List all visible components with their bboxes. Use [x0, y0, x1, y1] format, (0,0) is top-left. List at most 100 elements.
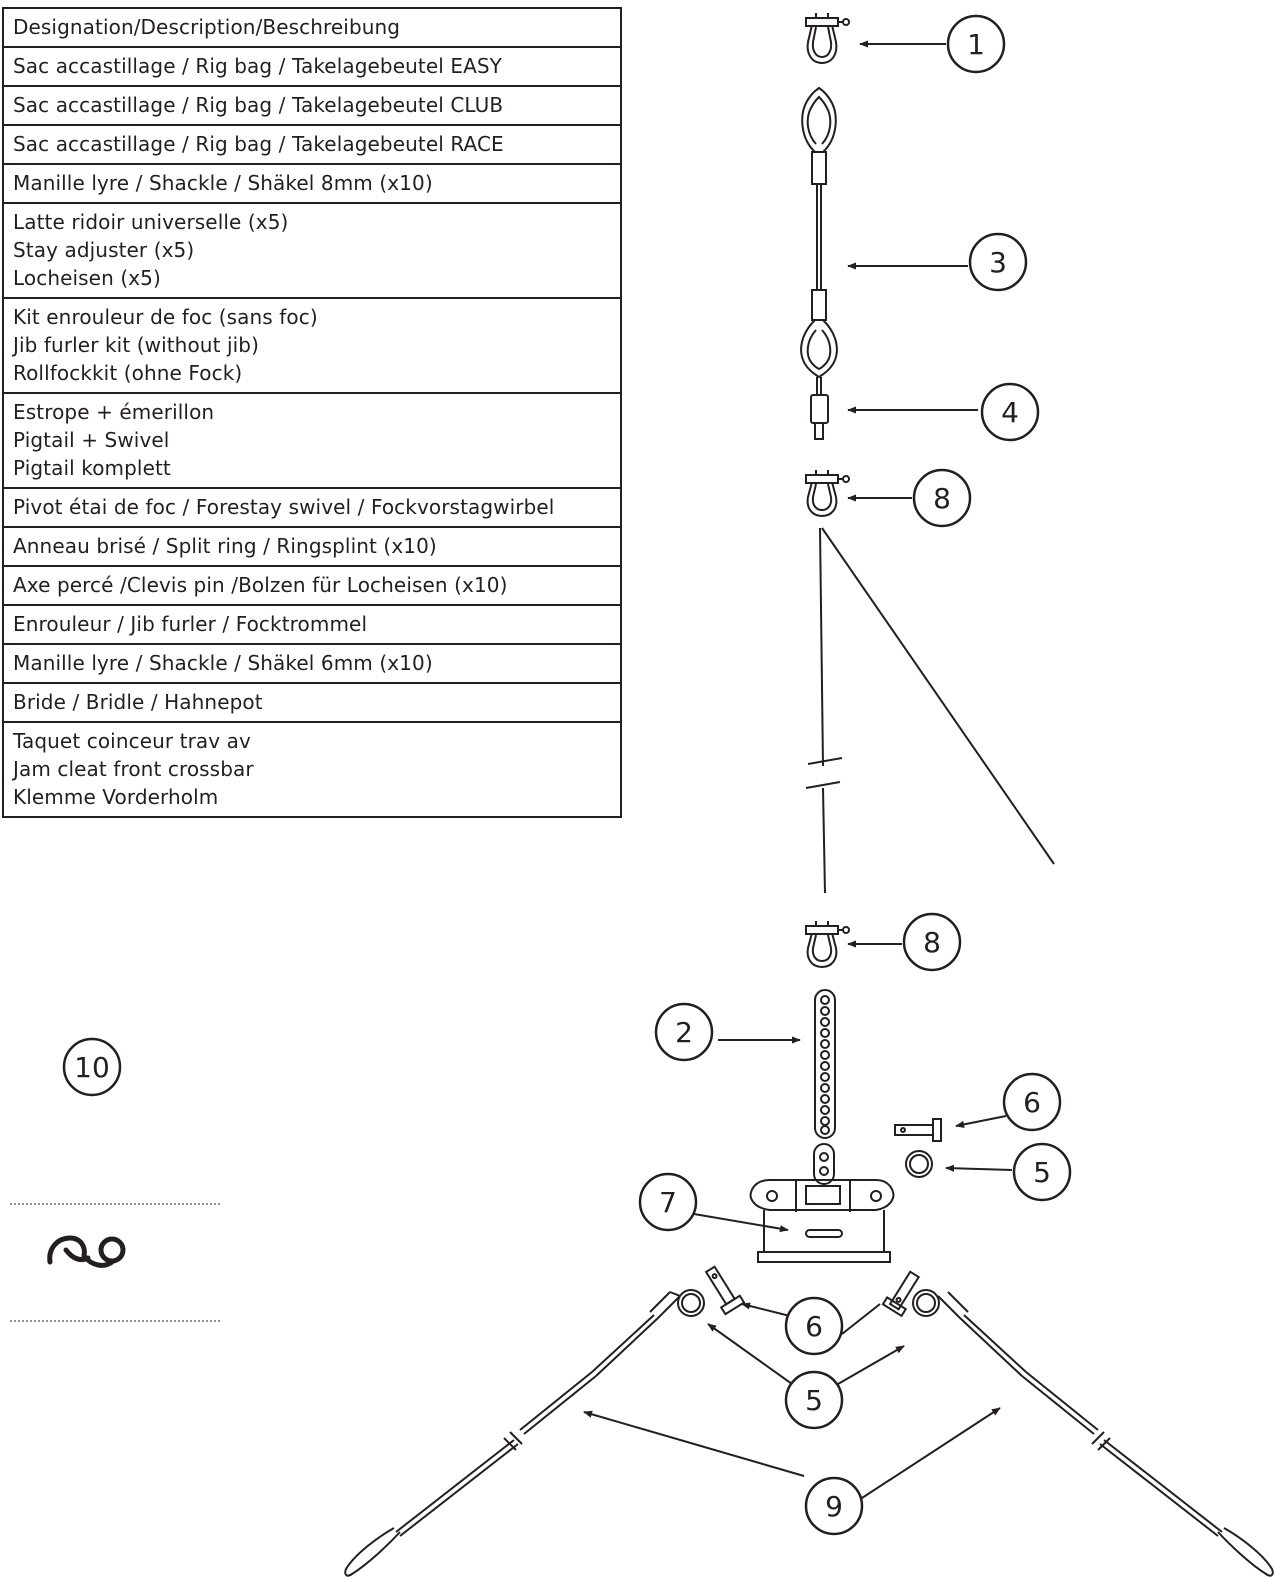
table-row: Enrouleur / Jib furler / Focktrommel — [2, 604, 622, 645]
shackle-icon — [805, 13, 850, 65]
table-row: Manille lyre / Shackle / Shäkel 6mm (x10… — [2, 643, 622, 684]
callout-5-bottom: 5 — [784, 1370, 844, 1430]
callout-7: 7 — [638, 1172, 698, 1232]
split-ring-icon — [677, 1289, 705, 1317]
table-row: Axe percé /Clevis pin /Bolzen für Lochei… — [2, 565, 622, 606]
pigtail-swivel-icon — [810, 377, 829, 440]
table-cell-line: Sac accastillage / Rig bag / Takelagebeu… — [13, 132, 504, 156]
callout-6-bottom-right-line — [841, 1303, 881, 1335]
callout-5-bottom-number: 5 — [805, 1384, 823, 1417]
table-cell-line: Jib furler kit (without jib) — [13, 333, 259, 357]
bridle-icon — [344, 1291, 1274, 1577]
callout-4-number: 4 — [1001, 396, 1019, 429]
callout-10: 10 — [62, 1037, 122, 1097]
callout-1: 1 — [946, 14, 1006, 74]
table-cell: Designation/Description/Beschreibung — [2, 7, 622, 48]
callout-2: 2 — [654, 1002, 714, 1062]
stay-adjuster-icon — [814, 989, 836, 1139]
callout-6-right: 6 — [1002, 1072, 1062, 1132]
table-row: Sac accastillage / Rig bag / Takelagebeu… — [2, 46, 622, 87]
table-cell-line: Latte ridoir universelle (x5) — [13, 210, 289, 234]
callout-6-bottom-number: 6 — [805, 1310, 823, 1343]
table-cell-line: Anneau brisé / Split ring / Ringsplint (… — [13, 534, 437, 558]
shackle-icon — [805, 470, 850, 518]
table-row: Kit enrouleur de foc (sans foc) Jib furle… — [2, 297, 622, 394]
callout-7-number: 7 — [659, 1186, 677, 1219]
table-cell-line: Estrope + émerillon — [13, 400, 215, 424]
forestay-wire-icon — [800, 86, 838, 379]
callout-8-top-number: 8 — [933, 482, 951, 515]
table-cell: Sac accastillage / Rig bag / Takelagebeu… — [2, 46, 622, 87]
table-cell-line: Bride / Bridle / Hahnepot — [13, 690, 263, 714]
callout-5-right: 5 — [1012, 1142, 1072, 1202]
table-cell-line: Jam cleat front crossbar — [13, 757, 254, 781]
table-cell-line: Designation/Description/Beschreibung — [13, 15, 401, 39]
table-row: Manille lyre / Shackle / Shäkel 8mm (x10… — [2, 163, 622, 204]
callout-10-number: 10 — [74, 1051, 110, 1084]
callout-3-number: 3 — [989, 246, 1007, 279]
callout-8-bottom-number: 8 — [923, 926, 941, 959]
callout-5-right-arrow — [945, 1164, 1013, 1172]
forestay-line — [805, 527, 1055, 894]
callout-5-right-number: 5 — [1033, 1156, 1051, 1189]
table-cell: Sac accastillage / Rig bag / Takelagebeu… — [2, 124, 622, 165]
table-cell-line: Manille lyre / Shackle / Shäkel 8mm (x10… — [13, 171, 433, 195]
callout-2-number: 2 — [675, 1016, 693, 1049]
table-cell: Pivot étai de foc / Forestay swivel / Fo… — [2, 487, 622, 528]
callout-8-bottom: 8 — [902, 912, 962, 972]
jib-furler-icon — [749, 1143, 895, 1263]
callout-9: 9 — [804, 1476, 864, 1536]
table-cell-line: Klemme Vorderholm — [13, 785, 219, 809]
split-ring-icon — [912, 1289, 940, 1317]
table-cell-line: Sac accastillage / Rig bag / Takelagebeu… — [13, 54, 502, 78]
table-cell: Anneau brisé / Split ring / Ringsplint (… — [2, 526, 622, 567]
table-cell-line: Stay adjuster (x5) — [13, 238, 195, 262]
table-row: Anneau brisé / Split ring / Ringsplint (… — [2, 526, 622, 567]
table-cell-line: Enrouleur / Jib furler / Focktrommel — [13, 612, 368, 636]
table-row: Latte ridoir universelle (x5) Stay adjust… — [2, 202, 622, 299]
callout-1-number: 1 — [967, 28, 985, 61]
table-row: Bride / Bridle / Hahnepot — [2, 682, 622, 723]
clevis-pin-icon — [881, 1270, 921, 1318]
table-cell-line: Sac accastillage / Rig bag / Takelagebeu… — [13, 93, 504, 117]
callout-5-bottom-right-arrow — [837, 1345, 905, 1385]
table-cell: Kit enrouleur de foc (sans foc) Jib furle… — [2, 297, 622, 394]
callout-5-bottom-left-arrow — [707, 1323, 793, 1385]
callout-9-left-arrow — [583, 1410, 805, 1477]
table-cell-line: Manille lyre / Shackle / Shäkel 6mm (x10… — [13, 651, 433, 675]
jam-cleat-icon — [47, 1235, 126, 1268]
table-cell-line: Locheisen (x5) — [13, 266, 161, 290]
table-row: Sac accastillage / Rig bag / Takelagebeu… — [2, 85, 622, 126]
table-row: Sac accastillage / Rig bag / Takelagebeu… — [2, 124, 622, 165]
table-cell-line: Pigtail komplett — [13, 456, 171, 480]
callout-4: 4 — [980, 382, 1040, 442]
table-header-row: Designation/Description/Beschreibung — [2, 7, 622, 48]
table-cell: Manille lyre / Shackle / Shäkel 6mm (x10… — [2, 643, 622, 684]
callout-6-bottom: 6 — [784, 1296, 844, 1356]
table-cell-line: Axe percé /Clevis pin /Bolzen für Lochei… — [13, 573, 508, 597]
clevis-pin-icon — [704, 1265, 746, 1316]
table-cell: Manille lyre / Shackle / Shäkel 8mm (x10… — [2, 163, 622, 204]
callout-3: 3 — [968, 232, 1028, 292]
callout-9-number: 9 — [825, 1490, 843, 1523]
clevis-pin-icon — [894, 1118, 942, 1142]
table-cell: Enrouleur / Jib furler / Focktrommel — [2, 604, 622, 645]
table-cell-line: Pigtail + Swivel — [13, 428, 170, 452]
table-cell-line: Kit enrouleur de foc (sans foc) — [13, 305, 318, 329]
table-cell: Sac accastillage / Rig bag / Takelagebeu… — [2, 85, 622, 126]
table-cell: Bride / Bridle / Hahnepot — [2, 682, 622, 723]
shackle-icon — [805, 921, 850, 969]
callout-6-right-number: 6 — [1023, 1086, 1041, 1119]
callout-6-bottom-left-arrow — [741, 1302, 791, 1317]
split-ring-icon — [905, 1150, 933, 1178]
table-cell-line: Rollfockkit (ohne Fock) — [13, 361, 243, 385]
callout-6-right-arrow — [955, 1115, 1007, 1128]
table-cell: Axe percé /Clevis pin /Bolzen für Lochei… — [2, 565, 622, 606]
